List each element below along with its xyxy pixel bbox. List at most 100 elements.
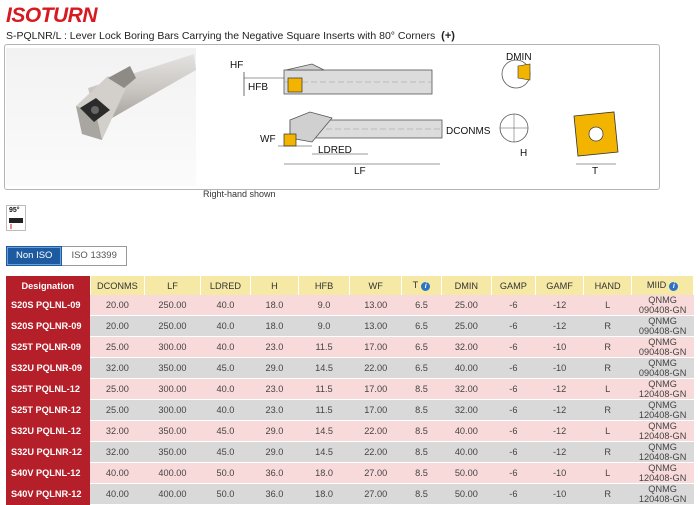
table-cell: 40.0: [200, 295, 251, 316]
tab-non-iso[interactable]: Non ISO: [6, 246, 63, 266]
table-cell: 13.00: [349, 295, 402, 316]
table-cell: 8.5: [401, 378, 442, 400]
column-header-label: Designation: [21, 280, 75, 291]
table-cell: 9.0: [298, 295, 350, 316]
tab-iso-13399[interactable]: ISO 13399: [62, 246, 127, 266]
table-cell: -10: [535, 462, 584, 484]
label-t: T: [592, 166, 598, 177]
table-cell: QNMG 120408-GN: [631, 399, 694, 421]
table-cell: 23.0: [250, 378, 299, 400]
column-header-dconms[interactable]: DCONMS: [90, 276, 146, 295]
column-header-label: H: [271, 280, 278, 291]
column-header-lf[interactable]: LF: [144, 276, 201, 295]
table-cell: -6: [491, 462, 536, 484]
table-cell: 20.00: [90, 315, 145, 337]
table-cell: 36.0: [250, 462, 299, 484]
table-cell: 29.0: [250, 441, 299, 463]
table-cell: 40.0: [200, 315, 251, 337]
table-cell: 17.00: [349, 399, 402, 421]
column-header-ldred[interactable]: LDRED: [200, 276, 252, 295]
column-header-label: HAND: [594, 280, 621, 291]
column-header-gamf[interactable]: GAMF: [535, 276, 585, 295]
table-cell: 45.0: [200, 420, 251, 442]
table-cell: -6: [491, 315, 536, 337]
table-cell: 13.00: [349, 315, 402, 337]
table-cell: 50.0: [200, 483, 251, 505]
table-cell: 50.00: [441, 462, 492, 484]
designation-link[interactable]: S20S PQLNL-09: [6, 295, 91, 316]
designation-link[interactable]: S20S PQLNR-09: [6, 315, 91, 337]
dimension-drawing: HF HFB WF LDRED LF DCONMS H DMIN T: [230, 52, 619, 177]
table-cell: 20.00: [90, 295, 145, 316]
table-cell: 40.00: [441, 441, 492, 463]
approach-angle-icon: 95°: [6, 205, 26, 231]
column-header-hand[interactable]: HAND: [583, 276, 633, 295]
designation-link[interactable]: S32U PQLNL-12: [6, 420, 91, 442]
designation-link[interactable]: S25T PQLNR-09: [6, 336, 91, 358]
table-cell: -12: [535, 315, 584, 337]
page-title-text: S-PQLNR/L : Lever Lock Boring Bars Carry…: [6, 30, 436, 42]
table-cell: 32.00: [441, 336, 492, 358]
designation-link[interactable]: S32U PQLNR-09: [6, 357, 91, 379]
column-header-hfb[interactable]: HFB: [298, 276, 351, 295]
column-header-gamp[interactable]: GAMP: [491, 276, 537, 295]
brand-logo[interactable]: ISOTURN: [6, 4, 98, 28]
table-cell: L: [583, 420, 632, 442]
table-cell: 300.00: [144, 336, 201, 358]
table-cell: 250.00: [144, 315, 201, 337]
info-icon[interactable]: i: [669, 281, 679, 291]
table-cell: -6: [491, 336, 536, 358]
table-cell: R: [583, 399, 632, 421]
table-cell: 6.5: [401, 336, 442, 358]
table-cell: 18.0: [298, 462, 350, 484]
designation-link[interactable]: S32U PQLNR-12: [6, 441, 91, 463]
label-h: H: [520, 148, 527, 159]
column-header-designation[interactable]: Designation: [6, 276, 91, 295]
table-cell: 40.00: [90, 483, 145, 505]
table-cell: 32.00: [441, 399, 492, 421]
table-cell: 350.00: [144, 357, 201, 379]
column-header-dmin[interactable]: DMIN: [441, 276, 492, 295]
info-icon[interactable]: i: [421, 281, 431, 291]
table-cell: -6: [491, 441, 536, 463]
table-cell: 29.0: [250, 357, 299, 379]
table-cell: 40.0: [200, 336, 251, 358]
designation-link[interactable]: S25T PQLNR-12: [6, 399, 91, 421]
table-cell: QNMG 090408-GN: [631, 295, 694, 316]
table-cell: 45.0: [200, 357, 251, 379]
designation-link[interactable]: S25T PQLNL-12: [6, 378, 91, 400]
table-cell: 9.0: [298, 315, 350, 337]
table-cell: -10: [535, 336, 584, 358]
table-cell: QNMG 120408-GN: [631, 420, 694, 442]
expand-plus-button[interactable]: (+): [441, 30, 455, 42]
designation-link[interactable]: S40V PQLNL-12: [6, 462, 91, 484]
table-cell: 350.00: [144, 420, 201, 442]
column-header-h[interactable]: H: [250, 276, 299, 295]
table-cell: 40.0: [200, 378, 251, 400]
table-cell: QNMG 120408-GN: [631, 462, 694, 484]
label-dmin: DMIN: [506, 52, 532, 63]
table-cell: 18.0: [250, 315, 299, 337]
table-cell: QNMG 090408-GN: [631, 336, 694, 358]
table-cell: 11.5: [298, 336, 350, 358]
table-cell: 40.00: [90, 462, 145, 484]
boring-bar-photo: [76, 54, 196, 140]
designation-link[interactable]: S40V PQLNR-12: [6, 483, 91, 505]
column-header-wf[interactable]: WF: [349, 276, 403, 295]
table-cell: -6: [491, 483, 536, 505]
table-cell: QNMG 120408-GN: [631, 441, 694, 463]
table-cell: 27.00: [349, 462, 402, 484]
